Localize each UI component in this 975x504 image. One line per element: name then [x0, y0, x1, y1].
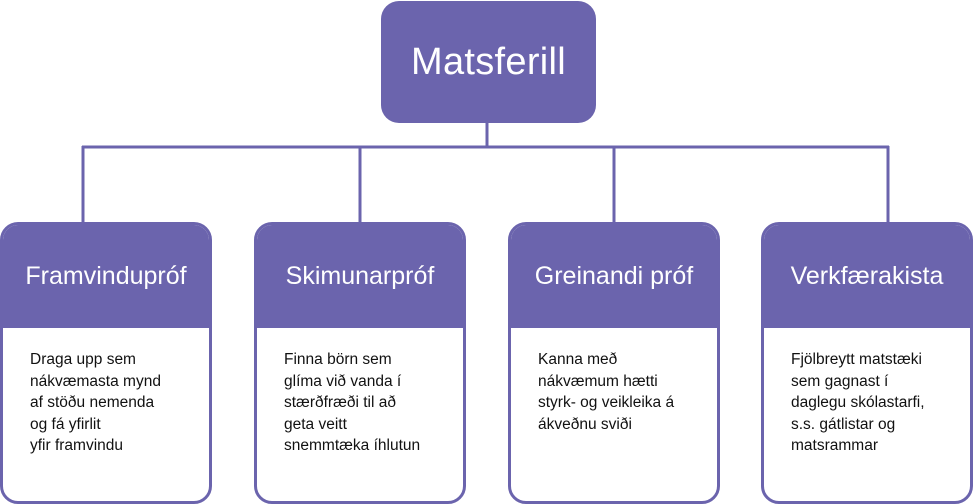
branch-card-header: Verkfærakista — [764, 225, 970, 328]
branch-title: Greinandi próf — [534, 262, 694, 290]
branch-card-greinandi-prof: Greinandi próf Kanna með nákvæmum hætti … — [508, 222, 720, 504]
description-line: ákveðnu sviði — [538, 415, 632, 433]
description-line: Fjölbreytt matstæki — [791, 351, 922, 368]
description-line: sem gagnast í — [791, 372, 889, 390]
branch-title: Skimunarpróf — [285, 262, 435, 290]
description-line: snemmtæka íhlutun — [284, 437, 421, 454]
description-line: nákvæmum hætti — [538, 372, 658, 390]
branch-card-framvinduprof: Framvindupróf Draga upp sem nákvæmasta m… — [0, 222, 212, 504]
branch-card-skimunarprof: Skimunarpróf Finna börn sem glíma við va… — [254, 222, 466, 504]
description-line: yfir framvindu — [30, 437, 124, 454]
branch-card-header: Framvindupróf — [3, 225, 209, 328]
branch-description: Draga upp sem nákvæmasta mynd af stöðu n… — [30, 349, 199, 457]
description-line: geta veitt — [284, 415, 347, 433]
branch-description: Finna börn sem glíma við vanda í stærðfr… — [284, 349, 453, 457]
description-line: og fá yfirlit — [30, 415, 101, 433]
branch-title: Verkfærakista — [790, 262, 944, 290]
root-node: Matsferill — [381, 1, 596, 123]
description-line: glíma við vanda í — [284, 372, 402, 390]
description-line: daglegu skólastarfi, — [791, 394, 925, 411]
description-line: Kanna með — [538, 351, 618, 368]
branch-description: Kanna með nákvæmum hætti styrk- og veikl… — [538, 349, 707, 435]
branch-card-header: Skimunarpróf — [257, 225, 463, 328]
description-line: matsrammar — [791, 437, 878, 454]
description-line: styrk- og veikleika á — [538, 394, 675, 411]
branch-description: Fjölbreytt matstæki sem gagnast í dagleg… — [791, 349, 960, 457]
description-line: nákvæmasta mynd — [30, 372, 161, 390]
root-title: Matsferill — [410, 40, 567, 83]
description-line: af stöðu nemenda — [30, 394, 155, 411]
description-line: Draga upp sem — [30, 351, 136, 368]
branch-card-verkfaerakista: Verkfærakista Fjölbreytt matstæki sem ga… — [761, 222, 973, 504]
description-line: s.s. gátlistar og — [791, 415, 896, 433]
branch-title: Framvindupróf — [25, 262, 187, 290]
description-line: stærðfræði til að — [284, 394, 396, 411]
description-line: Finna börn sem — [284, 351, 392, 368]
branch-card-header: Greinandi próf — [511, 225, 717, 328]
